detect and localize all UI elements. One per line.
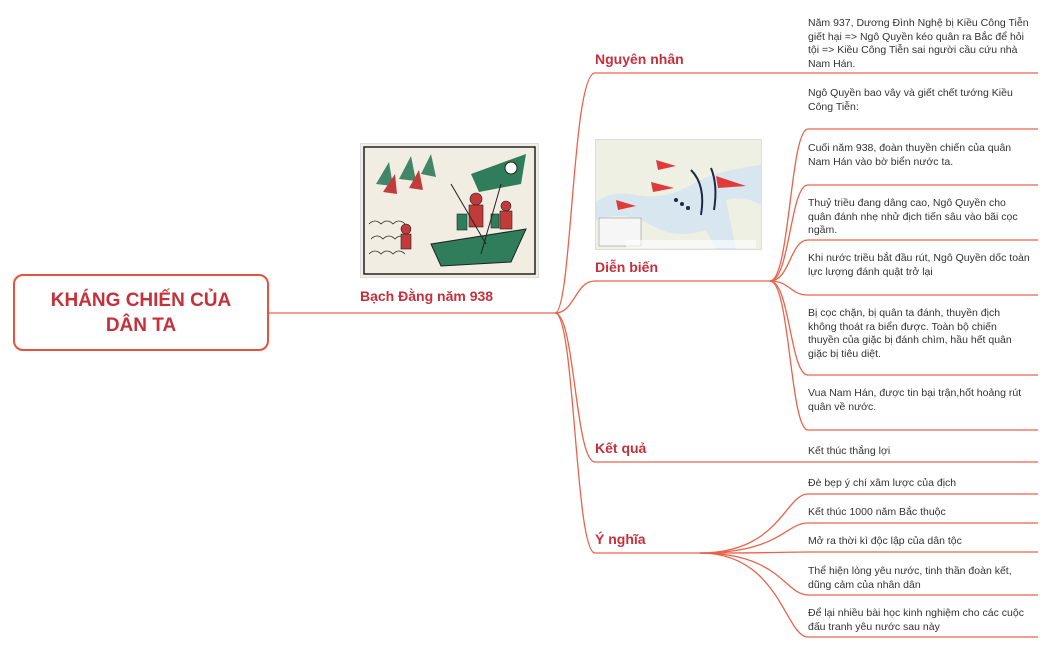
- connector-event-nguyen-nhan: [554, 72, 700, 314]
- connector-event-dien-bien: [554, 280, 770, 314]
- connector-db-4: [769, 280, 1038, 296]
- topic-dien-bien[interactable]: Diễn biến: [595, 259, 659, 275]
- root-title: KHÁNG CHIẾN CỦA DÂN TA: [50, 289, 232, 336]
- connector-yn-3: [699, 551, 1038, 554]
- connector-db-5: [769, 280, 1038, 376]
- event-title[interactable]: Bạch Đằng năm 938: [360, 288, 494, 304]
- battle-painting-image: [360, 143, 539, 278]
- root-node[interactable]: KHÁNG CHIẾN CỦA DÂN TA: [13, 274, 269, 351]
- topic-ket-qua[interactable]: Kết quả: [595, 440, 647, 456]
- y-nghia-item: Mở ra thời kì độc lập của dân tộc: [808, 535, 962, 547]
- ket-qua-item: Kết thúc thắng lợi: [808, 445, 891, 457]
- y-nghia-item: Để lại nhiều bài học kinh nghiệm cho các…: [808, 607, 1024, 633]
- dien-bien-item: Khi nước triều bắt đầu rút, Ngô Quyền dố…: [808, 252, 1030, 278]
- dien-bien-item: Vua Nam Hán, được tin bại trận,hốt hoảng…: [808, 387, 1022, 413]
- connector-db-3: [769, 239, 1038, 282]
- connector-yn-4: [699, 552, 1038, 596]
- connector-db-2: [769, 184, 1038, 282]
- connector-yn-5: [699, 552, 1038, 638]
- connector-yn-2: [699, 522, 1038, 554]
- dien-bien-item: Cuối năm 938, đoàn thuyền chiến của quân…: [808, 142, 1012, 168]
- topic-nguyen-nhan[interactable]: Nguyên nhân: [595, 51, 684, 67]
- y-nghia-item: Kết thúc 1000 năm Bắc thuộc: [808, 506, 946, 518]
- connector-event-ket-qua: [554, 312, 700, 463]
- nguyen-nhan-item: Năm 937, Dương Đình Nghệ bị Kiều Công Ti…: [808, 17, 1029, 70]
- connector-yn-1: [699, 493, 1038, 554]
- battle-map-image: [595, 139, 762, 250]
- connector-db-1: [769, 128, 1038, 282]
- connector-db-6: [769, 280, 1038, 431]
- connector-event-y-nghia: [554, 312, 700, 554]
- y-nghia-item: Đè bẹp ý chí xâm lược của địch: [808, 477, 957, 489]
- dien-bien-item: Ngô Quyền bao vây và giết chết tướng Kiề…: [808, 87, 1013, 113]
- topic-y-nghia[interactable]: Ý nghĩa: [595, 531, 646, 547]
- dien-bien-item: Thuỷ triều đang dâng cao, Ngô Quyền cho …: [808, 197, 1018, 236]
- dien-bien-item: Bị cọc chặn, bị quân ta đánh, thuyền địc…: [808, 307, 1012, 360]
- y-nghia-item: Thể hiện lòng yêu nước, tinh thần đoàn k…: [808, 565, 1012, 591]
